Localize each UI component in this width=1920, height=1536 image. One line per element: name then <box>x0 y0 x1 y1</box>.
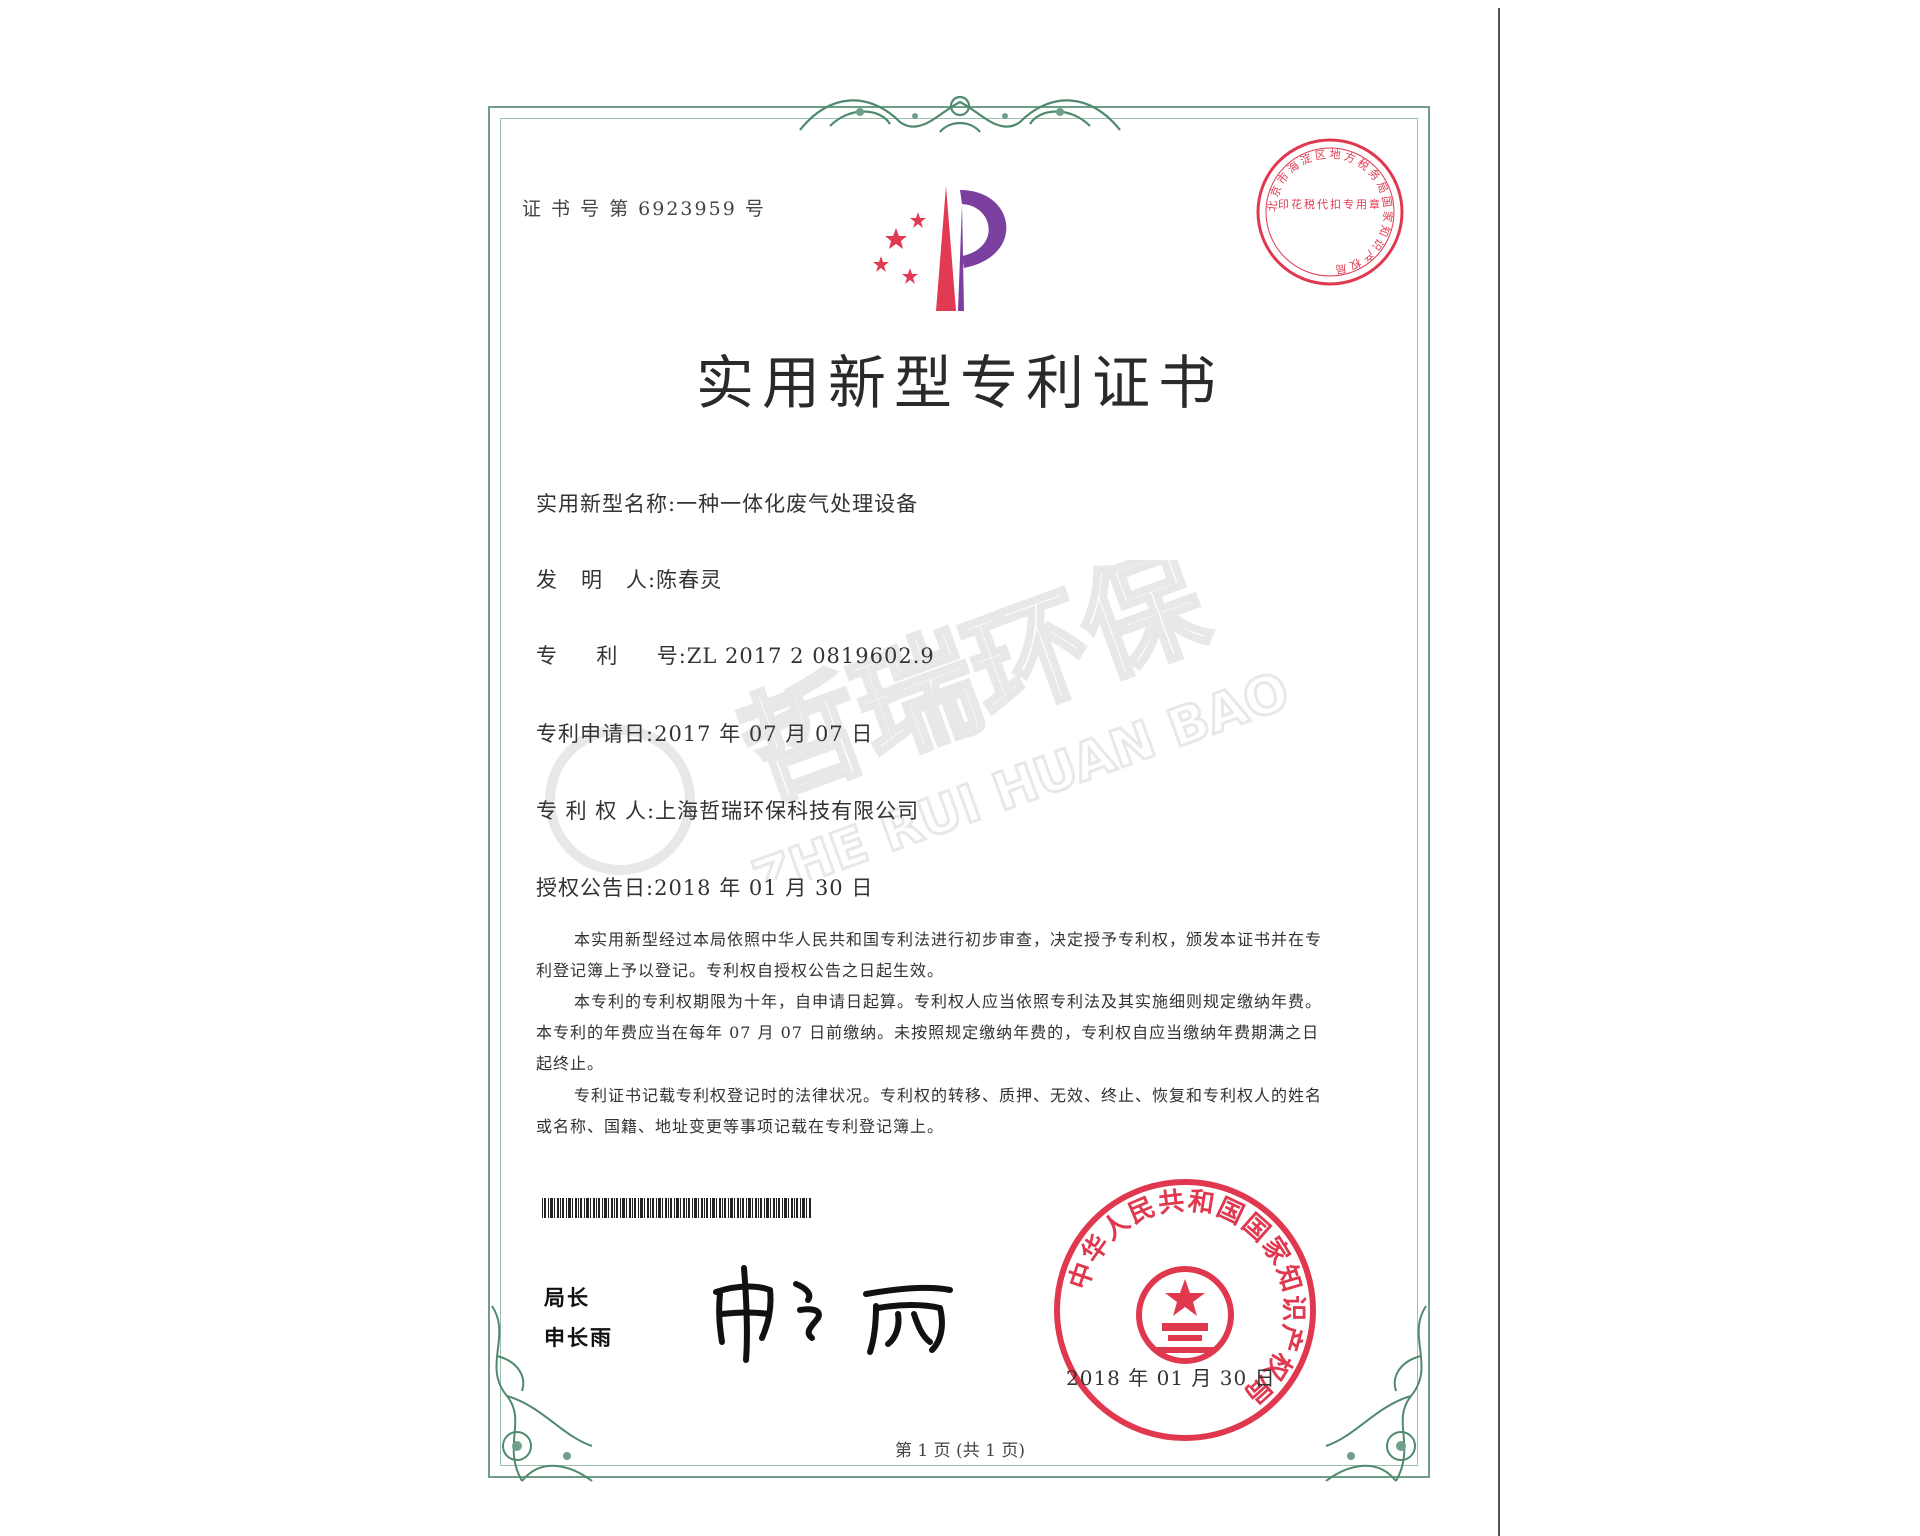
issue-date: 2018 年 01 月 30 日 <box>1066 1366 1276 1390</box>
field-label: 授权公告日: <box>536 876 655 900</box>
field-filing-date: 专利申请日:2017 年 07 月 07 日 <box>536 718 873 748</box>
paragraph-2: 本专利的专利权期限为十年，自申请日起算。专利权人应当依照专利法及其实施细则规定缴… <box>536 992 1323 1073</box>
field-patent-number: 专 利 号:ZL 2017 2 0819602.9 <box>536 640 935 670</box>
barcode <box>542 1198 811 1218</box>
field-value: 一种一体化废气处理设备 <box>676 492 919 516</box>
field-value: 2018 年 01 月 30 日 <box>654 876 874 900</box>
bottom-right-ornament-icon <box>1325 1305 1427 1482</box>
field-label: 专利申请日: <box>536 722 655 746</box>
official-seal-icon: 中华人民共和国国家知识产权局 <box>1054 1179 1316 1441</box>
paragraph-3: 专利证书记载专利权登记时的法律状况。专利权的转移、质押、无效、终止、恢复和专利权… <box>536 1086 1323 1136</box>
bottom-left-ornament-icon <box>491 1305 593 1482</box>
director-title: 局长 <box>544 1286 590 1310</box>
field-patentee: 专 利 权 人:上海哲瑞环保科技有限公司 <box>536 795 919 825</box>
field-inventor: 发 明 人:陈春灵 <box>536 564 722 594</box>
director-name: 申长雨 <box>544 1326 613 1350</box>
top-ornament-icon <box>799 95 1121 133</box>
company-watermark: 哲瑞环保 ZHE RUI HUAN BAO <box>545 560 1299 880</box>
certificate-number: 证 书 号 第 6923959 号 <box>522 198 766 220</box>
certificate-frame <box>488 106 1430 1478</box>
patent-office-logo-icon <box>873 186 1007 311</box>
field-value: 上海哲瑞环保科技有限公司 <box>655 799 920 823</box>
certificate-inner-frame <box>500 118 1418 1466</box>
field-utility-model-name: 实用新型名称:一种一体化废气处理设备 <box>536 488 918 518</box>
tax-stamp-center: 印花税代扣专用章 <box>1278 197 1382 211</box>
field-value: ZL 2017 2 0819602.9 <box>686 644 935 668</box>
scan-edge-line <box>1498 8 1500 1536</box>
field-grant-date: 授权公告日:2018 年 01 月 30 日 <box>536 872 873 902</box>
handwritten-signature <box>713 1265 953 1363</box>
field-value: 陈春灵 <box>656 568 723 592</box>
page-footer: 第 1 页 (共 1 页) <box>895 1441 1025 1461</box>
paragraph-1: 本实用新型经过本局依照中华人民共和国专利法进行初步审查，决定授予专利权，颁发本证… <box>536 930 1323 980</box>
field-label: 专 利 权 人: <box>536 799 656 823</box>
field-value: 2017 年 07 月 07 日 <box>654 722 874 746</box>
tax-stamp-seal-icon: 北京市海淀区地方税务局国家知识产权局 印花税代扣专用章 <box>1256 138 1404 286</box>
field-label: 发 明 人: <box>536 568 657 592</box>
page-title: 实用新型专利证书 <box>695 349 1224 417</box>
field-label: 专 利 号: <box>536 644 687 668</box>
field-label: 实用新型名称: <box>536 492 677 516</box>
